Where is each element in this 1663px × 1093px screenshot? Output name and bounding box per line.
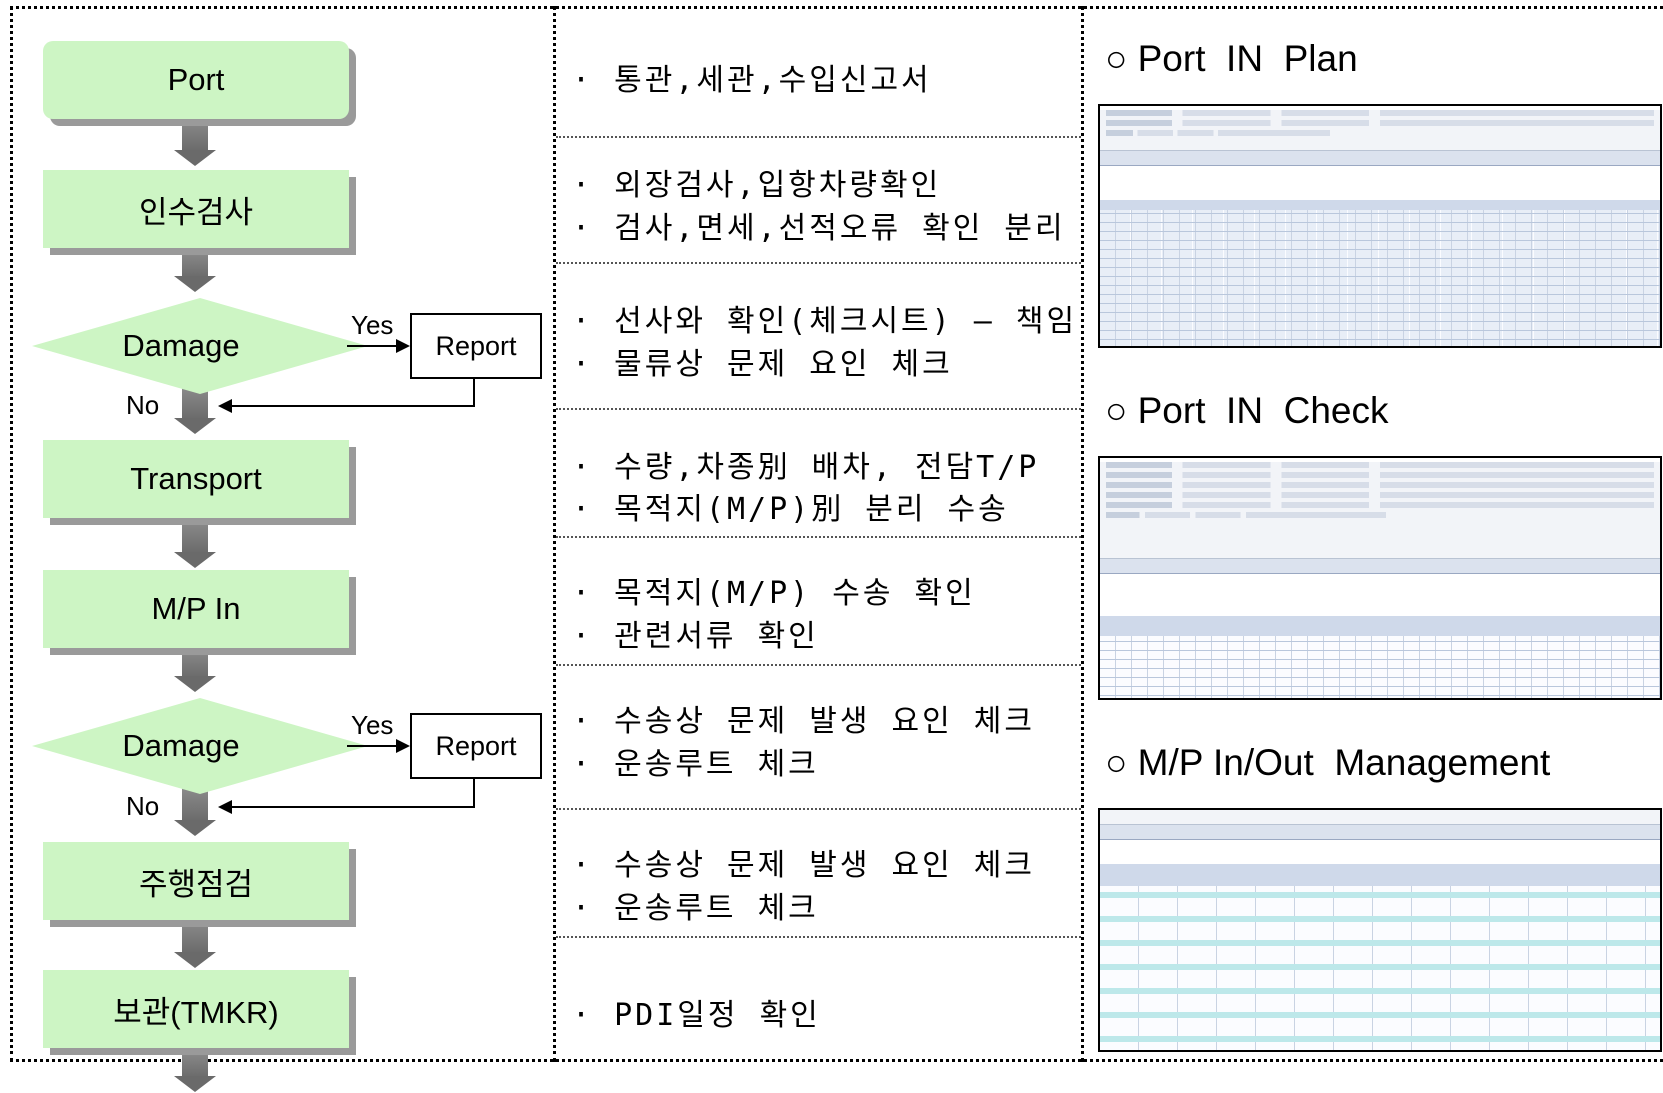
return-connector [473, 378, 475, 406]
row-divider [556, 536, 1081, 538]
desc-mp-in-1: · 목적지(M/P) 수송 확인 [572, 576, 976, 611]
thumbnail-data-grid [1100, 636, 1660, 698]
report-label: Report [435, 330, 517, 361]
screen-thumbnail-port-in-check [1098, 456, 1662, 700]
desc-storage: · PDI일정 확인 [572, 998, 821, 1033]
report-label: Report [435, 730, 517, 761]
decision-label: Damage [122, 328, 240, 363]
flow-arrow [182, 522, 208, 554]
screen-title-port-in-check: ○ Port IN Check [1105, 390, 1389, 431]
flow-arrow-head [174, 952, 216, 968]
no-label: No [126, 390, 160, 420]
frame-left-border [10, 6, 13, 1062]
desc-transport-1: · 수량,차종別 배차, 전담T/P [572, 450, 1040, 485]
thumbnail-data-grid [1100, 886, 1660, 1050]
thumbnail-tabs [1100, 151, 1660, 166]
return-arrow-head [218, 399, 232, 413]
return-connector [232, 806, 475, 808]
decision-damage-1 [32, 298, 368, 394]
thumbnail-data-grid [1100, 210, 1660, 346]
step-inspection: 인수검사 [43, 170, 349, 248]
step-label: Port [167, 62, 225, 97]
row-divider [556, 664, 1081, 666]
flow-arrow [182, 788, 208, 822]
decision-damage-2 [32, 698, 368, 794]
desc-road-check-1: · 수송상 문제 발생 요인 체크 [572, 848, 1035, 883]
flow-arrow [182, 120, 208, 152]
step-label: 인수검사 [138, 194, 254, 230]
thumbnail-filter-area [1100, 462, 1660, 559]
step-transport: Transport [43, 440, 349, 518]
row-divider [556, 808, 1081, 810]
desc-mp-in-2: · 관련서류 확인 [572, 619, 819, 654]
flow-arrow [182, 650, 208, 678]
thumbnail-filter-area [1100, 110, 1660, 151]
flow-arrow-head [174, 552, 216, 568]
frame-bottom-border [10, 1059, 1663, 1062]
screen-thumbnail-mp-in-out [1098, 808, 1662, 1052]
screen-title-mp-in-out: ○ M/P In/Out Management [1105, 742, 1551, 783]
desc-damage2-1: · 수송상 문제 발생 요인 체크 [572, 704, 1035, 739]
step-label: 주행점검 [138, 866, 254, 902]
thumbnail-tabs [1100, 559, 1660, 574]
desc-inspection-1: · 외장검사,입항차량확인 [572, 168, 942, 203]
no-label: No [126, 791, 160, 821]
column-divider-2 [1081, 6, 1084, 1062]
flow-arrow-head [174, 418, 216, 434]
step-label: M/P In [151, 591, 241, 626]
flow-arrow [182, 252, 208, 278]
yes-label: Yes [351, 710, 394, 740]
flow-arrow-head [174, 676, 216, 692]
step-label: Transport [130, 461, 262, 496]
step-port: Port [43, 41, 349, 119]
report-box-2: Report [410, 713, 542, 779]
desc-inspection-2: · 검사,면세,선적오류 확인 분리 [572, 211, 1066, 246]
desc-port: · 통관,세관,수입신고서 [572, 63, 932, 98]
desc-road-check-2: · 운송루트 체크 [572, 891, 819, 926]
step-road-check: 주행점검 [43, 842, 349, 920]
return-arrow-head [218, 800, 232, 814]
screen-thumbnail-port-in-plan [1098, 104, 1662, 348]
yes-arrow-head [396, 739, 410, 753]
yes-arrow-head [396, 339, 410, 353]
thumbnail-filter-area [1100, 810, 1660, 825]
flow-arrow [182, 922, 208, 954]
desc-damage1-2: · 물류상 문제 요인 체크 [572, 347, 953, 382]
desc-damage2-2: · 운송루트 체크 [572, 747, 819, 782]
yes-connector [347, 745, 397, 747]
flow-arrow [182, 1052, 208, 1078]
row-divider [556, 136, 1081, 138]
row-divider [556, 936, 1081, 938]
step-label: 보관(TMKR) [113, 994, 279, 1030]
decision-label: Damage [122, 728, 240, 763]
return-connector [473, 778, 475, 808]
row-divider [556, 408, 1081, 410]
flow-arrow-head [174, 1076, 216, 1092]
step-mp-in: M/P In [43, 570, 349, 648]
flow-arrow-head [174, 276, 216, 292]
yes-connector [347, 345, 397, 347]
yes-label: Yes [351, 310, 394, 340]
row-divider [556, 262, 1081, 264]
flow-arrow [182, 388, 208, 420]
desc-damage1-1: · 선사와 확인(체크시트) – 책임 [572, 304, 1078, 339]
step-storage: 보관(TMKR) [43, 970, 349, 1048]
return-connector [232, 405, 475, 407]
column-divider-1 [553, 6, 556, 1062]
screen-title-port-in-plan: ○ Port IN Plan [1105, 38, 1358, 79]
frame-top-border [10, 6, 1663, 9]
report-box-1: Report [410, 313, 542, 379]
desc-transport-2: · 목적지(M/P)別 분리 수송 [572, 492, 1009, 527]
flow-arrow-head [174, 150, 216, 166]
flow-arrow-head [174, 820, 216, 836]
thumbnail-tabs [1100, 825, 1660, 840]
